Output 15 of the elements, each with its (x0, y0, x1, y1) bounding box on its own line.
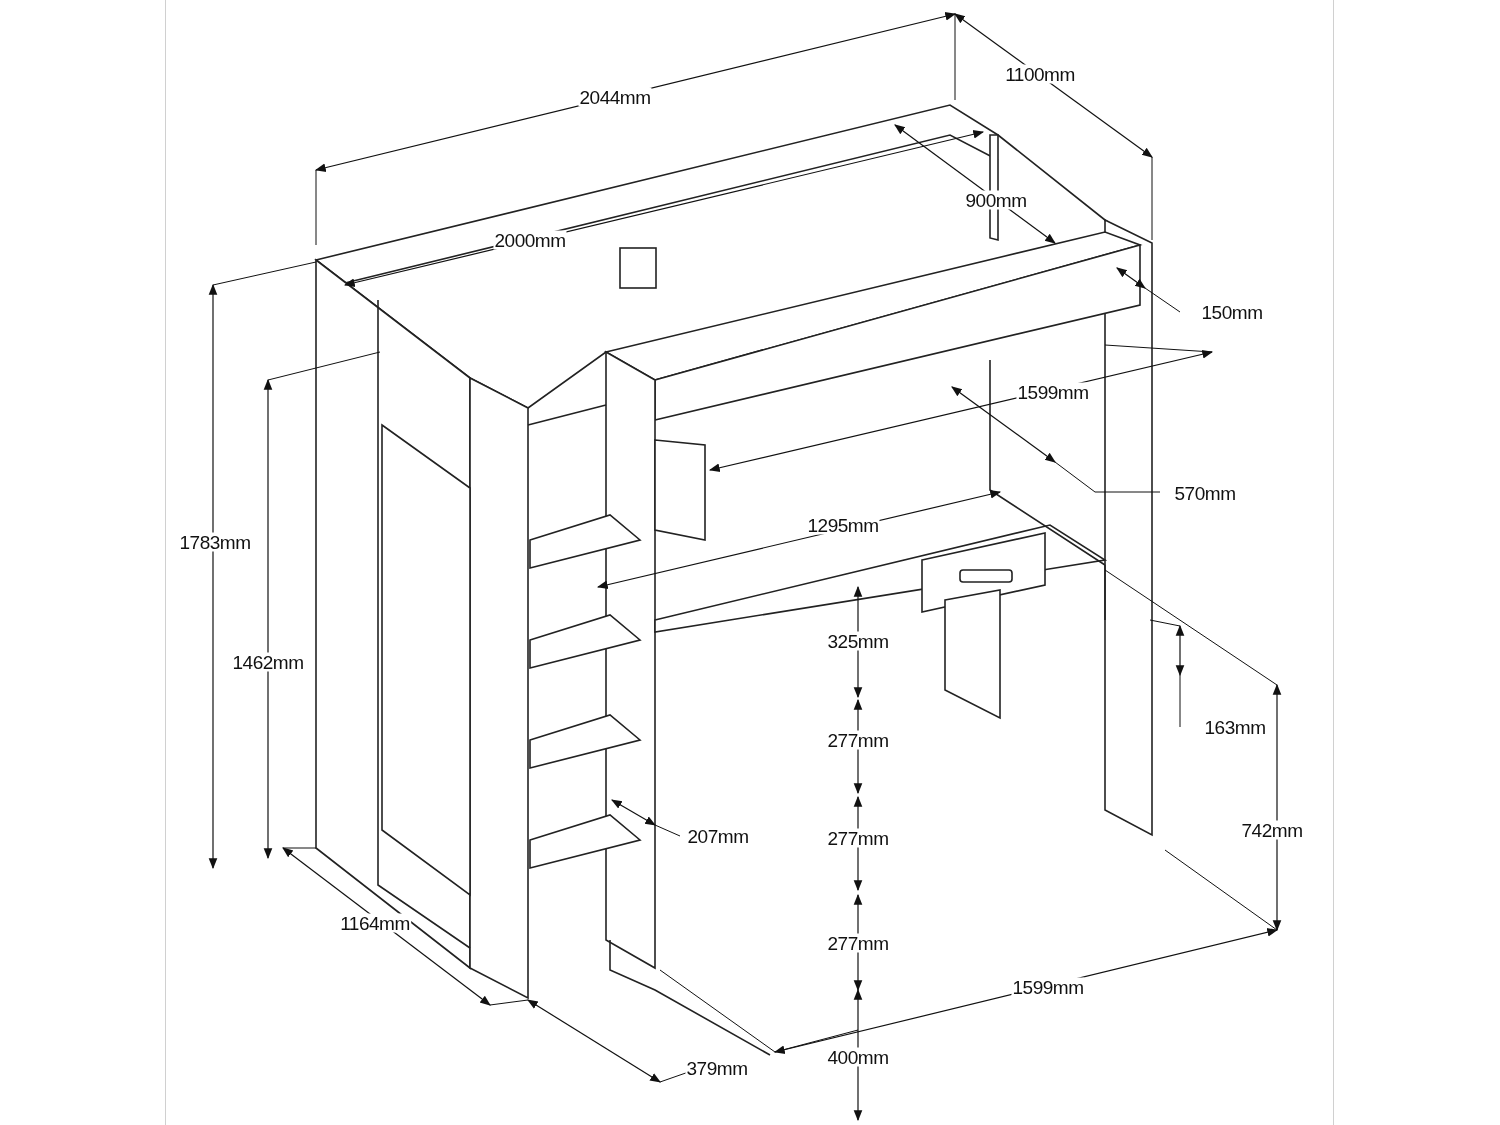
dimension-label: 277mm (826, 828, 890, 848)
dimension-label: 1599mm (1016, 382, 1090, 402)
dimension-label: 1164mm (339, 913, 411, 933)
dimension-label: 1599mm (1011, 977, 1085, 997)
dimension-label: 742mm (1240, 820, 1304, 840)
dimension-label: 277mm (826, 730, 890, 750)
dimension-label: 1100mm (1004, 64, 1076, 84)
dimension-label: 900mm (964, 190, 1028, 210)
dimension-label: 2000mm (493, 230, 567, 250)
dimension-label: 277mm (826, 933, 890, 953)
dimension-label: 400mm (826, 1047, 890, 1067)
dimension-label: 2044mm (578, 87, 652, 107)
dimension-label: 325mm (826, 631, 890, 651)
dimension-label: 1783mm (178, 532, 252, 552)
dimension-label: 1462mm (231, 652, 305, 672)
